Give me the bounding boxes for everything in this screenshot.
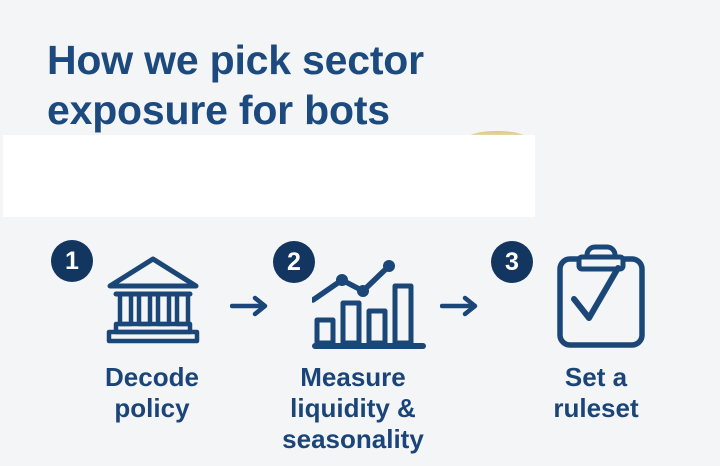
- step-3-number: 3: [505, 247, 519, 276]
- bar-chart-trend-icon: [310, 257, 426, 356]
- right-arrow-icon: [229, 295, 270, 322]
- right-arrow-icon: [439, 295, 480, 322]
- blank-white-box: [3, 135, 535, 217]
- step-2-number: 2: [287, 247, 301, 276]
- step-2-label-line-3: seasonality: [282, 424, 424, 454]
- page-title-line-2: exposure for bots: [47, 87, 390, 133]
- step-2-number-badge: 2: [273, 241, 315, 283]
- step-1-number: 1: [65, 246, 79, 275]
- bank-icon: [102, 253, 204, 353]
- step-1-number-badge: 1: [51, 240, 93, 282]
- page-title: How we pick sector exposure for bots: [47, 35, 424, 135]
- step-3-label: Set a ruleset: [496, 362, 696, 424]
- page-title-line-1: How we pick sector: [47, 37, 424, 83]
- step-1-label-line-1: Decode: [105, 362, 199, 392]
- step-2-label: Measure liquidity & seasonality: [248, 362, 458, 455]
- step-2-label-line-2: liquidity &: [290, 393, 416, 423]
- step-3-label-line-1: Set a: [564, 362, 628, 392]
- step-3-number-badge: 3: [491, 241, 533, 283]
- step-1-label-line-2: policy: [114, 393, 190, 423]
- step-2-label-line-1: Measure: [300, 362, 406, 392]
- clipboard-check-icon: [554, 243, 648, 354]
- step-3-label-line-2: ruleset: [553, 393, 639, 423]
- step-1-label: Decode policy: [52, 362, 252, 424]
